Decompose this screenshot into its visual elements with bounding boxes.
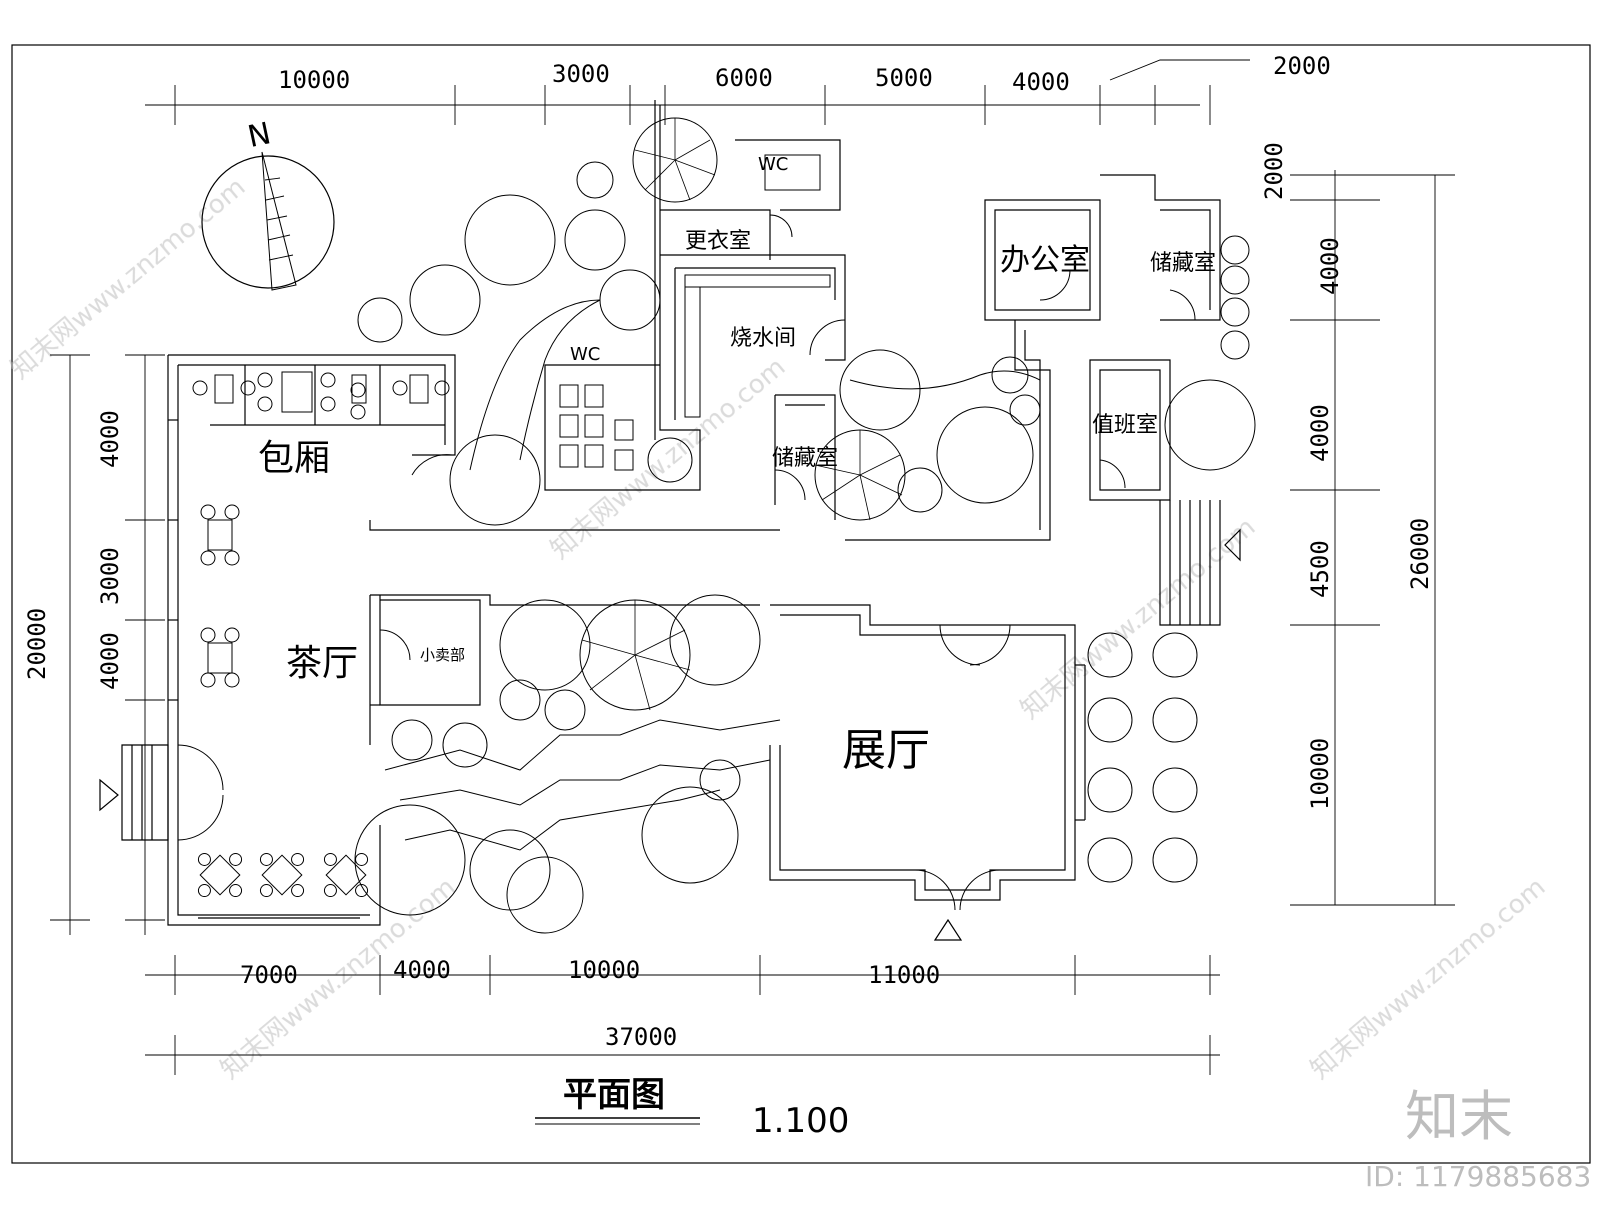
dim-top-6: 2000 [1273,52,1331,80]
room-gengyishi: 更衣室 [685,229,751,254]
room-chating: 茶厅 [286,643,358,684]
dim-left-2: 3000 [96,547,124,605]
watermark-id: ID: 1179885683 [1365,1160,1591,1193]
dim-bottom-4: 11000 [868,961,940,989]
dim-bottom-3: 10000 [568,956,640,984]
dim-top-3: 6000 [715,64,773,92]
entrance-markers [99,528,1241,941]
dim-right-4: 4500 [1306,540,1334,598]
room-xiaomaibu: 小卖部 [420,646,465,664]
dim-left-1: 4000 [96,410,124,468]
dim-right-5: 10000 [1306,738,1334,810]
dim-right-2: 4000 [1316,237,1344,295]
watermark-text-5: 知末网www.znzmo.com [1305,872,1551,1085]
north-arrow [201,151,335,291]
plan-title: 平面图 [563,1075,665,1115]
dim-total-width: 37000 [605,1023,677,1051]
watermark-text-2: 知末网www.znzmo.com [545,352,791,565]
room-chucangshi-right: 储藏室 [1150,251,1216,276]
dim-right-3: 4000 [1306,404,1334,462]
room-shaoshuijian: 烧水间 [730,326,796,351]
room-zhibanshi: 值班室 [1092,413,1158,438]
room-chucangshi-centre: 储藏室 [772,446,838,471]
landscape-trees [354,117,1256,934]
watermark-pattern: 知末网www.znzmo.com 知末网www.znzmo.com 知末网www… [5,172,1551,1085]
dim-top-1: 10000 [278,66,350,94]
room-wc-mid: WC [570,344,600,365]
drawing-frame [11,44,1591,1164]
dim-left-3: 4000 [96,632,124,690]
dim-right-total: 26000 [1406,518,1434,590]
dim-bottom-1: 7000 [240,961,298,989]
watermark-text-1: 知末网www.znzmo.com [5,172,251,385]
walls [121,100,1221,926]
dim-bottom-2: 4000 [393,956,451,984]
dim-top-5: 4000 [1012,68,1070,96]
watermark-text-3: 知末网www.znzmo.com [1015,512,1261,725]
dim-left-total: 20000 [23,608,51,680]
room-bangongshi: 办公室 [1000,243,1090,278]
furniture [192,154,831,898]
dim-top-4: 5000 [875,64,933,92]
room-labels: 包厢 茶厅 小卖部 展厅 更衣室 烧水间 储藏室 储藏室 办公室 值班室 WC … [258,154,1216,776]
dimension-lines [50,59,1455,1075]
dim-right-1: 2000 [1260,142,1288,200]
dimension-labels: 10000 3000 6000 5000 4000 2000 7000 4000… [23,52,1434,1051]
north-label: N [245,116,274,155]
watermark-logo: 知末 [1405,1085,1513,1148]
room-baoxiang: 包厢 [258,438,330,479]
doors [177,214,1196,911]
plan-scale: 1.100 [752,1101,849,1141]
dim-top-2: 3000 [552,60,610,88]
room-zhanting: 展厅 [842,725,930,776]
room-wc-top: WC [758,154,788,175]
